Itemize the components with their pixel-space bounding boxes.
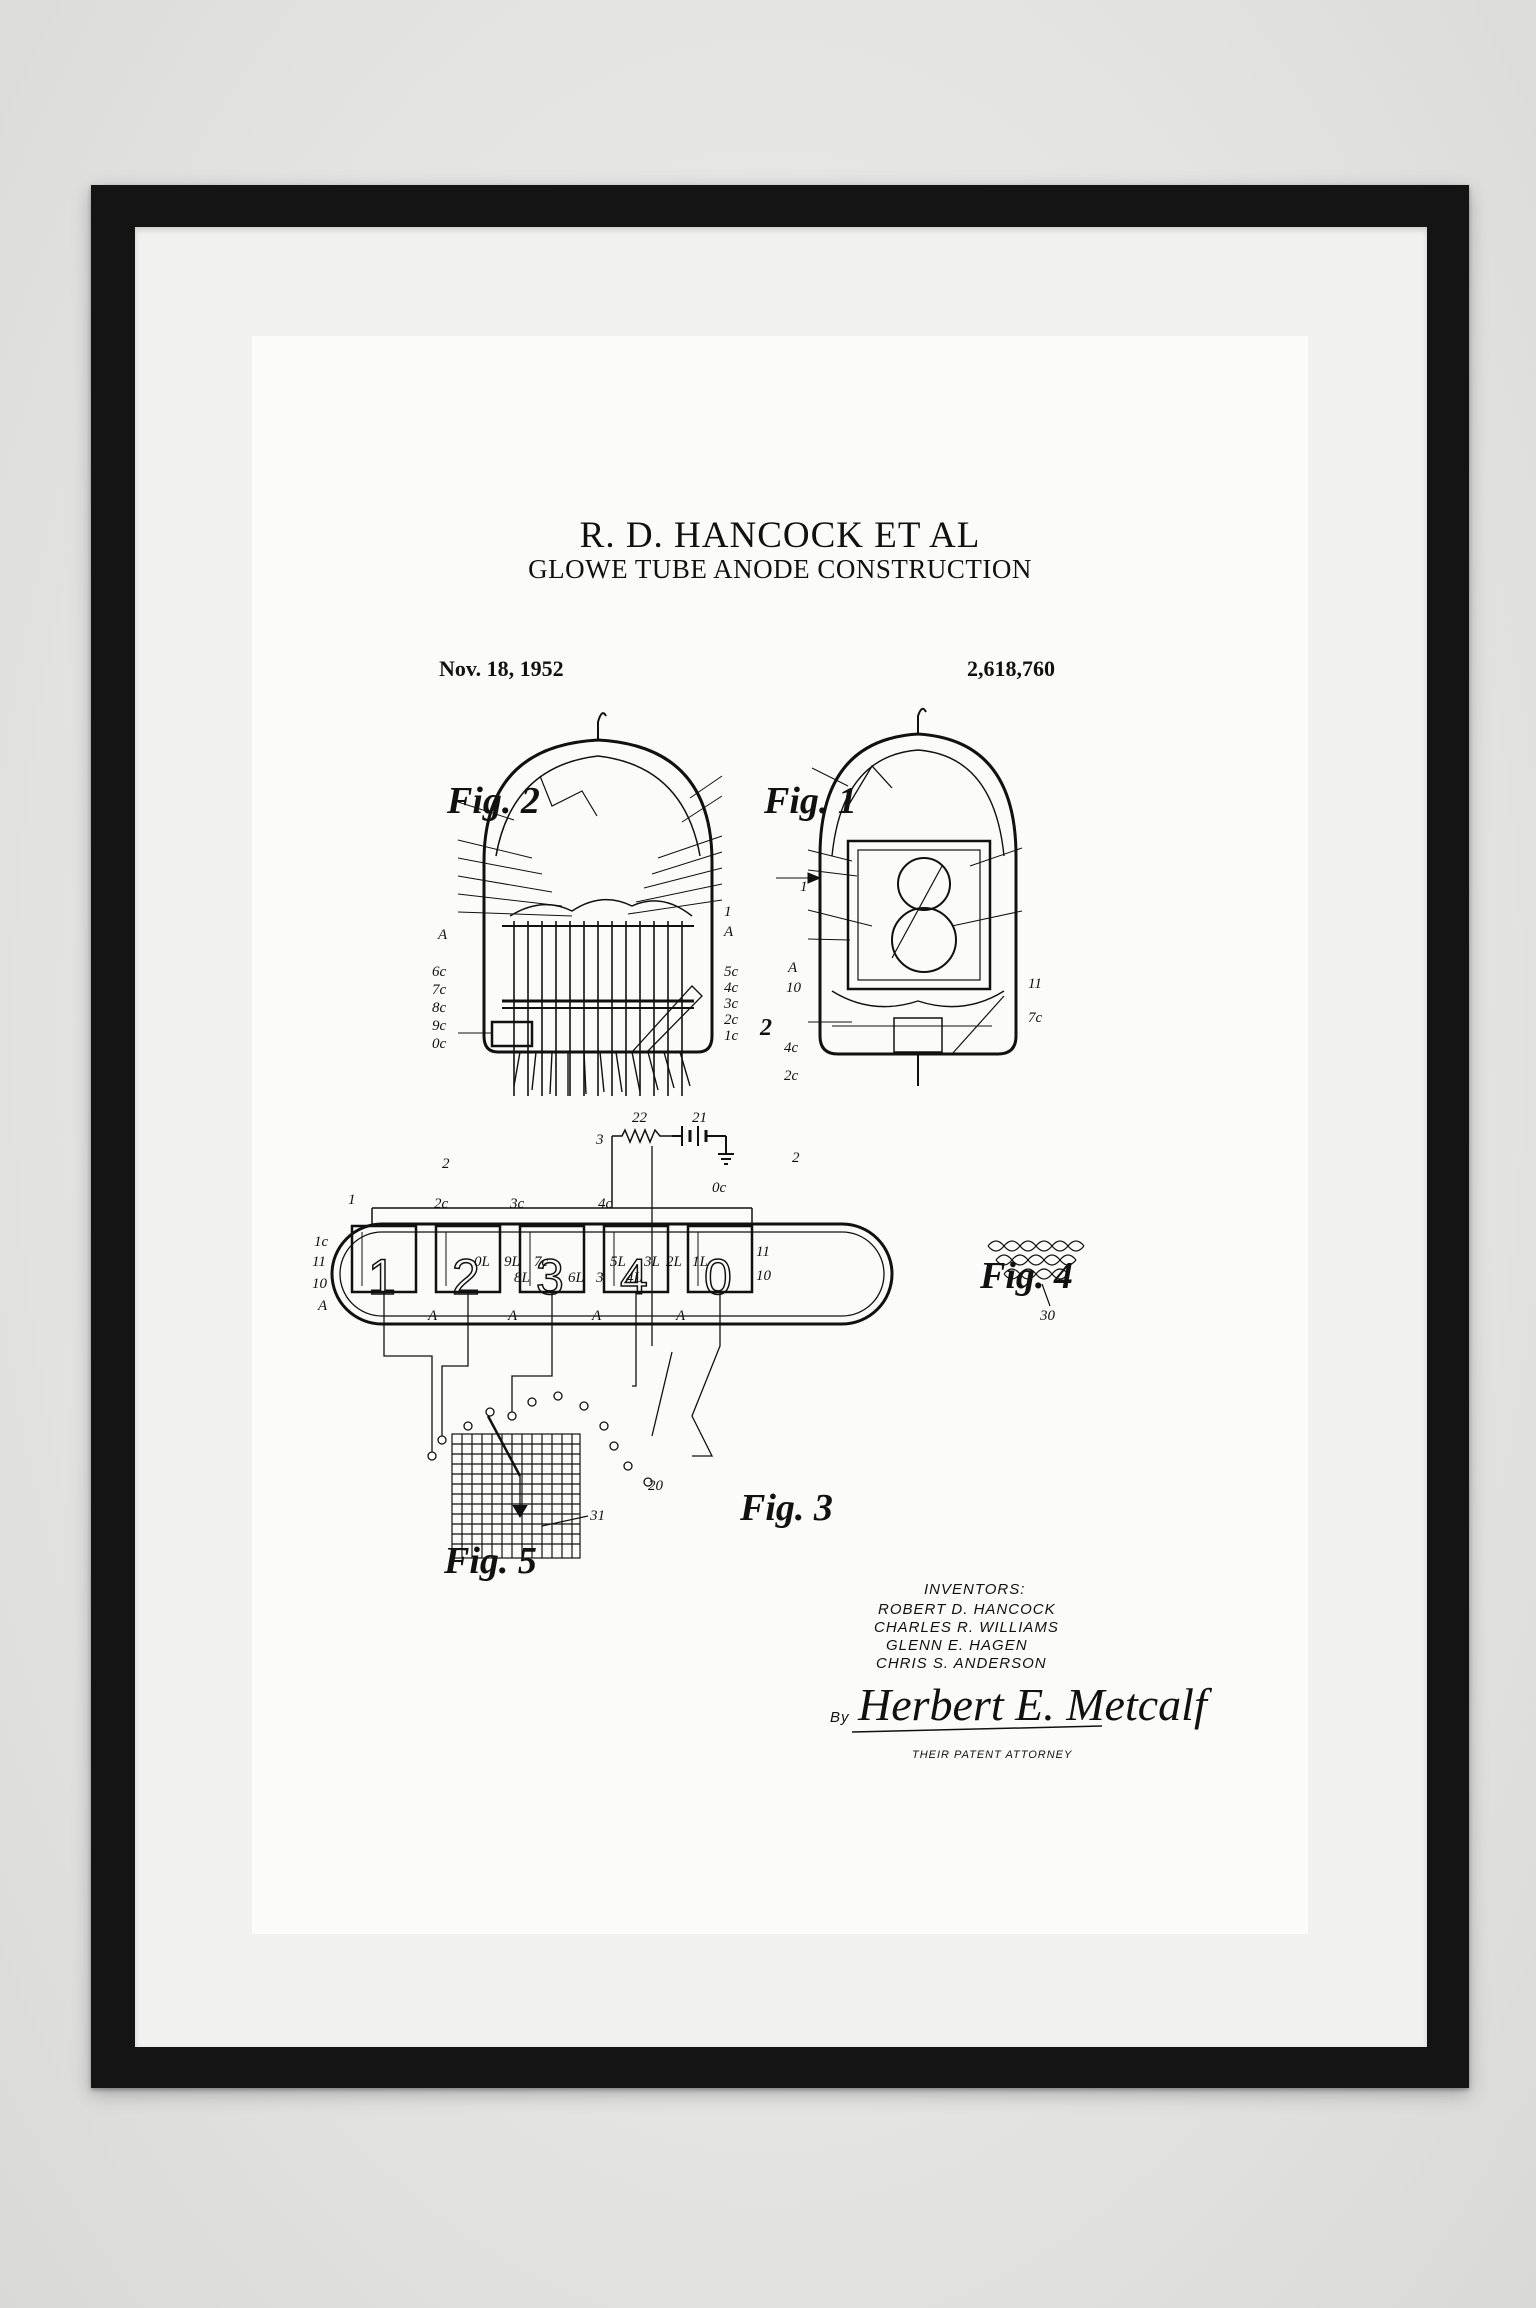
patent-date: Nov. 18, 1952 <box>439 656 564 681</box>
fig3-label: 4c <box>598 1196 613 1212</box>
fig3-label: 1c <box>314 1234 329 1250</box>
fig3-digit: 2 <box>452 1249 480 1305</box>
fig5-label: 31 <box>589 1508 605 1524</box>
fig3-label: 3 <box>595 1132 604 1148</box>
fig4-mesh-drawing <box>987 1240 1085 1307</box>
fig1-label: 2 <box>759 1015 772 1041</box>
fig1-label: 10 <box>786 980 802 996</box>
fig3-label: A <box>507 1308 518 1324</box>
fig2-title: Fig. 2 <box>446 780 540 822</box>
fig2-label: 3c <box>723 996 739 1012</box>
fig3-label: 2c <box>434 1196 449 1212</box>
patent-print: R. D. HANCOCK ET AL GLOWE TUBE ANODE CON… <box>252 336 1308 1934</box>
fig1-label: 2 <box>792 1150 800 1166</box>
fig5-grid-drawing <box>451 1433 589 1559</box>
fig3-digit: 4 <box>620 1249 648 1305</box>
fig2-label: A <box>437 927 448 943</box>
fig2-label: 5L <box>610 1254 626 1270</box>
fig2-label: 1c <box>724 1028 739 1044</box>
fig2-label: 0c <box>432 1036 447 1052</box>
fig3-label: A <box>427 1308 438 1324</box>
fig2-label: 6L <box>568 1270 584 1286</box>
fig2-label: 2L <box>666 1254 682 1270</box>
patent-subtitle: GLOWE TUBE ANODE CONSTRUCTION <box>528 554 1032 584</box>
fig4-label: 30 <box>1039 1308 1056 1324</box>
fig2-tube-drawing <box>457 712 723 1096</box>
fig2-label: 4c <box>724 980 739 996</box>
fig2-label: 0L <box>474 1254 490 1270</box>
fig4-title: Fig. 4 <box>979 1255 1073 1297</box>
fig1-label: 7c <box>1028 1010 1043 1026</box>
fig3-title: Fig. 3 <box>739 1487 833 1529</box>
fig2-label: 7c <box>432 982 447 998</box>
fig3-label: 22 <box>632 1110 648 1126</box>
fig3-digit: 1 <box>368 1249 396 1305</box>
fig2-label: 2 <box>442 1156 450 1172</box>
fig3-label: 21 <box>692 1110 707 1126</box>
fig2-label: 1L <box>692 1254 708 1270</box>
fig2-label: 8L <box>514 1270 530 1286</box>
fig3-label: 1 <box>348 1192 356 1208</box>
fig2-label: 4L <box>626 1270 642 1286</box>
inventor-name: CHRIS S. ANDERSON <box>876 1655 1047 1672</box>
fig2-label: 3 <box>595 1270 604 1286</box>
signature-underline <box>851 1725 1103 1733</box>
fig3-label: 11 <box>756 1244 770 1260</box>
fig2-label: 1 <box>724 904 732 920</box>
fig2-label: 9c <box>432 1018 447 1034</box>
fig3-label: 10 <box>312 1276 328 1292</box>
fig1-title: Fig. 1 <box>763 780 857 822</box>
inventor-name: ROBERT D. HANCOCK <box>878 1601 1056 1618</box>
fig3-label: 3c <box>509 1196 525 1212</box>
fig2-label: 7c <box>534 1254 549 1270</box>
fig1-label: A <box>787 960 798 976</box>
fig2-label: A <box>723 924 734 940</box>
fig1-label: 2c <box>784 1068 799 1084</box>
fig1-label: 11 <box>1028 976 1042 992</box>
patent-drawing: Fig. 2 Fig. 1 Fig. 3 Fig. 4 Fig. 5 A 6c … <box>312 707 1213 1761</box>
fig1-label: 1 <box>800 879 808 895</box>
signature-by: By <box>830 1709 850 1726</box>
inventor-name: CHARLES R. WILLIAMS <box>874 1619 1059 1636</box>
fig1-tube-drawing <box>776 707 1023 1086</box>
fig2-label: 8c <box>432 1000 447 1016</box>
inventor-name: GLENN E. HAGEN <box>886 1637 1028 1654</box>
patent-title: R. D. HANCOCK ET AL <box>579 515 981 556</box>
fig3-digit: 0 <box>704 1249 732 1305</box>
fig2-label: 3L <box>643 1254 660 1270</box>
fig3-label: A <box>317 1298 328 1314</box>
patent-number: 2,618,760 <box>967 656 1055 681</box>
fig3-digit: 3 <box>536 1249 564 1305</box>
fig2-label: 2c <box>724 1012 739 1028</box>
fig3-label: 0c <box>712 1180 727 1196</box>
fig3-assembly-drawing <box>330 1126 894 1518</box>
attorney-signature: Herbert E. Metcalf <box>857 1679 1213 1730</box>
fig3-label: 20 <box>648 1478 664 1494</box>
fig2-label: 5c <box>724 964 739 980</box>
fig1-label: 4c <box>784 1040 799 1056</box>
attorney-caption: THEIR PATENT ATTORNEY <box>912 1749 1072 1761</box>
fig2-label: 9L <box>504 1254 520 1270</box>
fig3-label: 11 <box>312 1254 326 1270</box>
fig3-label: 10 <box>756 1268 772 1284</box>
fig3-label: A <box>675 1308 686 1324</box>
inventors-heading: INVENTORS: <box>924 1581 1025 1598</box>
fig2-label: 6c <box>432 964 447 980</box>
fig5-title: Fig. 5 <box>443 1540 537 1582</box>
fig3-label: A <box>591 1308 602 1324</box>
